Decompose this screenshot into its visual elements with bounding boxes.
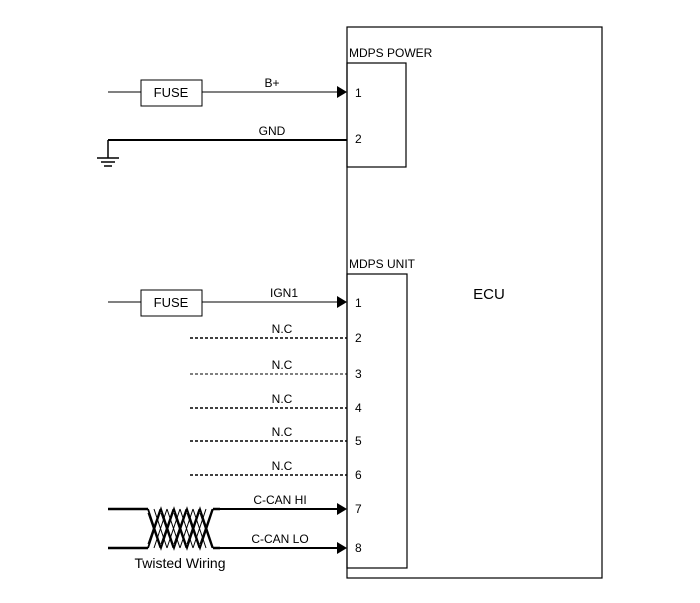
unit-pin1-signal: IGN1	[270, 286, 298, 300]
unit-pin6-signal: N.C	[272, 459, 293, 473]
twisted-wiring	[108, 506, 220, 551]
unit-pin1-arrow	[337, 296, 347, 308]
unit-pin1-number: 1	[355, 296, 362, 310]
unit-pin3-number: 3	[355, 367, 362, 381]
unit-pin8-signal: C-CAN LO	[251, 532, 308, 546]
power-connector-box	[346, 62, 407, 168]
ecu-label: ECU	[473, 286, 505, 303]
unit-pin7-signal: C-CAN HI	[253, 493, 306, 507]
twisted-wiring-label: Twisted Wiring	[134, 555, 225, 571]
unit-pin7-number: 7	[355, 502, 362, 516]
ground-icon	[97, 157, 119, 167]
unit-pin2-number: 2	[355, 331, 362, 345]
power-pin2-number: 2	[355, 132, 362, 146]
unit-pin4-number: 4	[355, 401, 362, 415]
unit-connector-box	[346, 273, 408, 569]
power-pin1-arrow	[337, 86, 347, 98]
power-fuse-box	[140, 79, 203, 107]
power-connector-title: MDPS POWER	[349, 46, 433, 60]
unit-pin2-signal: N.C	[272, 322, 293, 336]
unit-connector-title: MDPS UNIT	[349, 257, 416, 271]
unit-fuse-box	[140, 289, 203, 317]
unit-pin3-signal: N.C	[272, 358, 293, 372]
unit-pin5-signal: N.C	[272, 425, 293, 439]
unit-pin4-signal: N.C	[272, 392, 293, 406]
unit-fuse-label: FUSE	[154, 295, 189, 310]
power-pin1-signal: B+	[264, 76, 279, 90]
unit-fuse: FUSE	[140, 289, 203, 317]
power-fuse: FUSE	[140, 79, 203, 107]
unit-pin6-number: 6	[355, 468, 362, 482]
power-pin2-signal: GND	[259, 124, 286, 138]
unit-pin8-arrow	[337, 542, 347, 554]
unit-pin8-number: 8	[355, 541, 362, 555]
power-pin1-number: 1	[355, 86, 362, 100]
unit-pin5-number: 5	[355, 434, 362, 448]
unit-pin7-arrow	[337, 503, 347, 515]
power-fuse-label: FUSE	[154, 85, 189, 100]
